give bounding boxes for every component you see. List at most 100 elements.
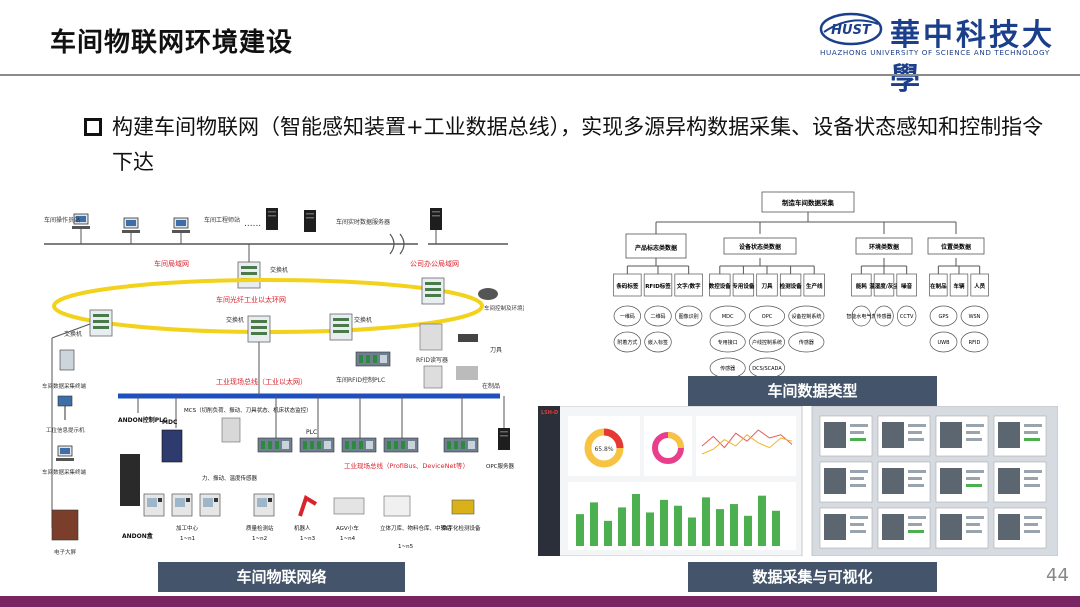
tree-item: 文字/数字	[677, 282, 702, 290]
tree-root: 制造车间数据采集	[782, 198, 835, 207]
sensor-label: 力、振动、温度传感器	[202, 474, 258, 482]
tree-categories: 产品标志类数据 设备状态类数据 环境类数据 位置类数据	[625, 222, 985, 259]
page-title: 车间物联网环境建设	[50, 28, 294, 58]
bullet-text: 构建车间物联网（智能感知装置+工业数据总线），实现多源异构数据采集、设备状态感知…	[112, 115, 1044, 174]
dashboard-line-a	[701, 429, 793, 449]
tree-leaf: 传感器	[799, 339, 814, 346]
hust-emblem-icon: HUST	[819, 12, 883, 46]
tree-item: 数控设备	[709, 282, 732, 290]
tree-item-box	[756, 273, 778, 297]
tree-item: 人员	[974, 282, 986, 290]
machine-image	[882, 514, 904, 540]
operator-station-label: 车间操作员站	[44, 216, 80, 224]
mdc-label: MDC	[162, 419, 178, 426]
env-monitor-label: 车间控制及环境监控	[484, 304, 524, 312]
cnc-label: 数字化检测设备	[442, 524, 481, 532]
tree-leaf-oval	[748, 305, 786, 327]
lan-label: 车间局域网	[154, 259, 189, 268]
logo-mark-text: HUST	[831, 23, 872, 38]
mcs-label: MCS（切削负荷、振动、刀具状态、机床状态监控）	[184, 406, 312, 414]
tree-leaf: WSN	[969, 314, 981, 320]
tree-item: 刀具	[761, 282, 773, 290]
tool-label: 刀具	[490, 347, 502, 354]
university-logo: HUST 華中科技大學 HUAZHONG UNIVERSITY OF SCIEN…	[818, 8, 1076, 97]
agv-count: 1~n4	[340, 536, 356, 542]
tree-leaf-oval	[896, 305, 917, 327]
iot-network-diagram: 车间操作员站 车间工程师站 ...... 车间实时数据服务器 车间局域网 公司办…	[42, 208, 524, 556]
tree-item-box	[732, 273, 755, 297]
tree-category-environment: 环境类数据	[869, 243, 899, 251]
dashboard-line-b	[701, 434, 793, 455]
machine-image	[940, 514, 962, 540]
product-label: 在制品	[482, 382, 500, 390]
right-switch-label: 交换机	[354, 316, 372, 324]
data-type-tree: 制造车间数据采集 产品标志类数据 设备状态类数据 环境类数据 位置类数据 条码标…	[613, 191, 989, 376]
dashboard-bar	[674, 505, 682, 546]
dashboard-bar	[590, 502, 598, 546]
tree-item-box	[970, 273, 989, 297]
tree-item-box	[949, 273, 969, 297]
visualization-caption: 数据采集与可视化	[688, 562, 937, 592]
dashboard-bar	[758, 495, 766, 546]
plc-label: PLC	[306, 429, 317, 436]
bullet-point: 构建车间物联网（智能感知装置+工业数据总线），实现多源异构数据采集、设备状态感知…	[84, 110, 1044, 180]
dashboard-bar	[744, 515, 752, 546]
tree-item-box	[613, 273, 642, 297]
tree-leaf: 二维码	[650, 313, 665, 320]
tree-item: RFID标签	[645, 282, 671, 290]
machine-image	[940, 422, 962, 448]
dashboard-bar	[576, 514, 584, 546]
tree-item-box	[709, 273, 731, 297]
tree-item-box	[674, 273, 703, 297]
tree-leaf: 户线控制系统	[752, 339, 782, 346]
data-types-caption: 车间数据类型	[688, 376, 937, 406]
rtdb-label: 车间实时数据服务器	[336, 218, 390, 226]
network-caption: 车间物联网络	[158, 562, 405, 592]
tree-item: 能耗	[856, 282, 868, 290]
top-switch-label: 交换机	[270, 266, 288, 274]
machine-image	[998, 422, 1020, 448]
rfid-reader-label: RFID读写器	[416, 356, 448, 364]
tree-leaf: DCS/SCADA	[752, 366, 782, 372]
mid-switch-label: 交换机	[226, 316, 244, 324]
tree-leaf-oval	[709, 305, 746, 327]
tree-leaf-oval	[613, 331, 642, 353]
tree-item: 条码标签	[615, 282, 639, 290]
dashboard-bar	[772, 510, 780, 546]
tree-leaf-oval	[788, 331, 825, 353]
inspect-count: 1~n2	[252, 536, 267, 542]
title-divider	[0, 74, 1080, 76]
tree-leaf: GPS	[938, 314, 948, 320]
tree-item-box	[779, 273, 802, 297]
machine-image	[882, 468, 904, 494]
tree-leaf-oval	[748, 331, 786, 353]
tree-leaf-oval	[960, 331, 989, 353]
opc-label: OPC服务器	[486, 462, 514, 470]
tree-leaf: 嵌入标签	[648, 339, 668, 346]
dashboard-bar	[646, 512, 654, 546]
machine-image	[824, 468, 846, 494]
machine-image	[824, 422, 846, 448]
tree-item: 噪音	[901, 282, 913, 290]
tree-item: 在制品	[930, 282, 947, 290]
tree-leaf: OPC	[762, 314, 773, 320]
andon-box-label: ANDON盒	[122, 532, 154, 540]
machine-status-grid	[819, 415, 1047, 549]
tree-leaf-oval	[674, 305, 703, 327]
logo-english-name: HUAZHONG UNIVERSITY OF SCIENCE AND TECHN…	[820, 48, 1050, 57]
dashboard-bar	[730, 504, 738, 546]
agv-label: AGV小车	[336, 524, 359, 532]
left-switch-label: 交换机	[64, 330, 82, 338]
terminal-label: 车间数据采集终端	[42, 382, 87, 390]
tree-leaf-oval	[874, 305, 894, 327]
dashboard-bar	[688, 517, 696, 546]
tree-leaf: 智能水电气表	[846, 313, 876, 320]
andon-plc-label: ANDON控制PLC	[118, 416, 168, 424]
tree-category-location: 位置类数据	[941, 243, 971, 251]
machine-image	[998, 468, 1020, 494]
office-lan-label: 公司办公局域网	[410, 259, 459, 268]
machine-image	[998, 514, 1020, 540]
bottom-accent-bar	[0, 596, 1080, 607]
